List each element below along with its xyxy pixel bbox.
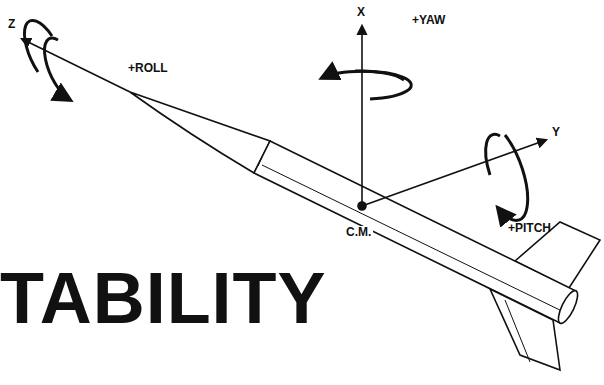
roll-arrow-back [24,20,52,72]
roll-arrow [45,38,70,100]
yaw-arrow [322,71,411,99]
nose-cone [130,92,270,173]
axis-label: X [357,6,365,19]
pitch-arrow [498,135,528,220]
axis-label: Z [8,18,15,31]
nose-joint [258,157,262,166]
cm-dot [358,202,366,210]
tail-end [555,288,582,326]
rotation-label: +PITCH [508,222,551,235]
rotation-label: +YAW [412,14,445,27]
fin-edge [505,300,530,362]
cm-label: C.M. [344,226,373,239]
yaw-arrow-back [355,71,404,80]
x-axis [361,26,363,206]
pitch-arrow-back [486,134,500,175]
y-axis [362,140,546,206]
rotation-label: +ROLL [128,62,168,75]
axis-label: Y [552,126,560,139]
z-axis [22,39,130,92]
title-fragment: TABILITY [0,262,327,334]
lower-fin [490,289,560,370]
